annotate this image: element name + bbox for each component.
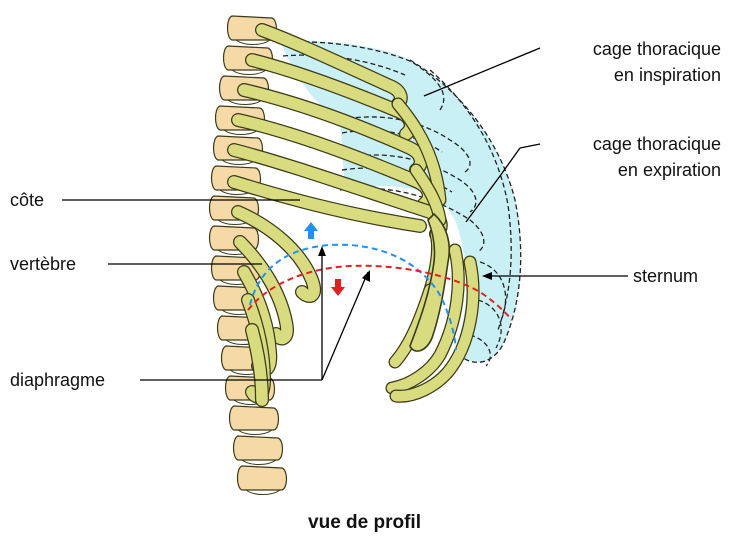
leader-expiration [520, 144, 540, 148]
label-expiration-line1: cage thoracique [593, 133, 721, 155]
label-expiration-line2: en expiration [618, 159, 721, 181]
leader-diaphragme-to-expiration [322, 272, 368, 380]
arrowhead-diaphragme-expiration [362, 270, 370, 282]
arrow-down-icon [331, 279, 345, 296]
label-inspiration-line2: en inspiration [614, 64, 721, 86]
vertebra [230, 406, 279, 435]
vertebra [238, 466, 287, 495]
arrow-up-icon [304, 222, 318, 239]
vertebra [234, 436, 283, 465]
leader-inspiration [424, 48, 540, 96]
arrowhead-diaphragme-inspiration [318, 246, 326, 256]
label-diaphragme: diaphragme [10, 369, 105, 391]
label-inspiration-line1: cage thoracique [593, 38, 721, 60]
label-sternum: sternum [633, 265, 698, 287]
caption: vue de profil [0, 512, 729, 534]
label-vertebre: vertèbre [10, 253, 76, 275]
label-cote: côte [10, 189, 44, 211]
